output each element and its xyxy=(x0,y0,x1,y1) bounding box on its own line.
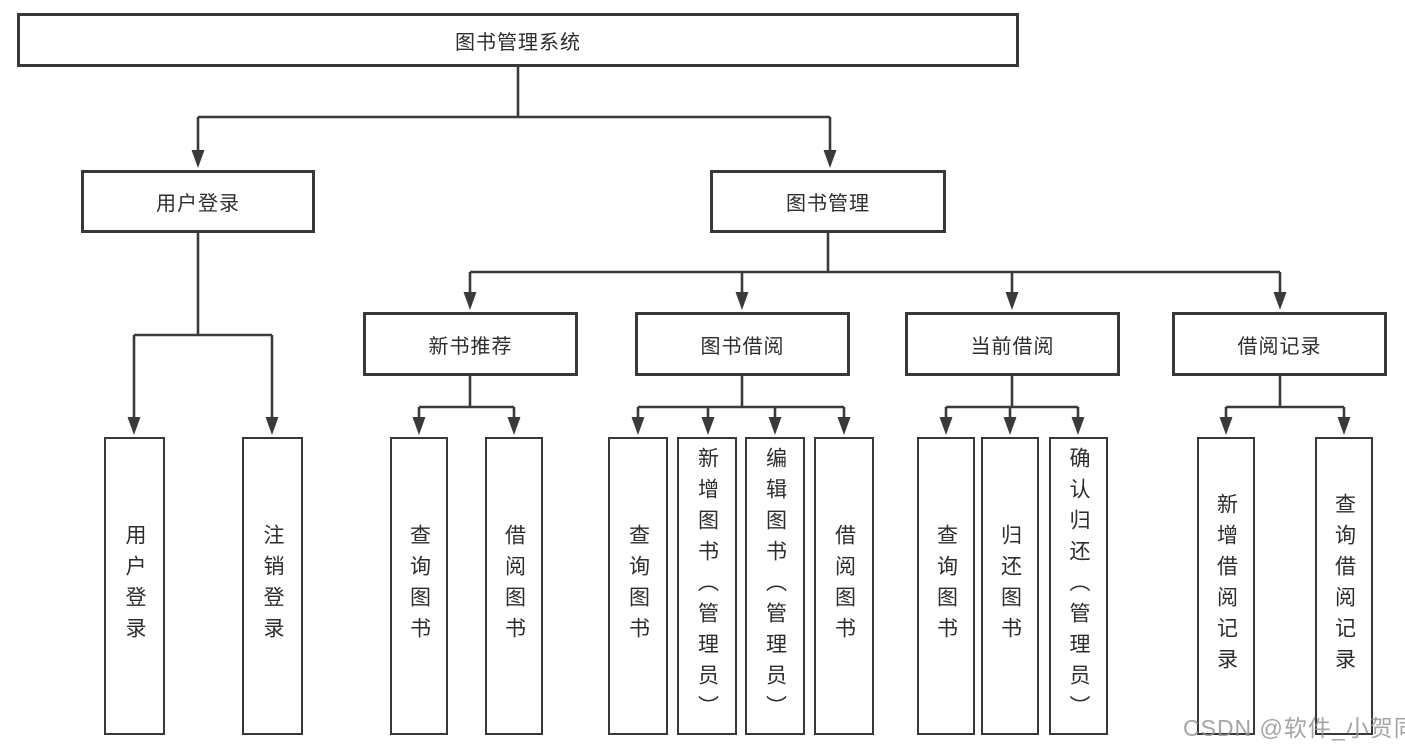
leaf-borrow-books-2: 借阅图书 xyxy=(814,437,874,735)
node-book-borrow-label: 图书借阅 xyxy=(700,335,785,358)
leaf-add-borrow-record-label: 新增借阅记录 xyxy=(1214,493,1238,679)
node-book-management: 图书管理 xyxy=(710,170,946,233)
leaf-edit-book-admin-label: 编辑图书（管理员） xyxy=(763,446,787,726)
leaf-query-books-2: 查询图书 xyxy=(608,437,668,735)
leaf-borrow-books-1-label: 借阅图书 xyxy=(502,524,526,648)
node-root: 图书管理系统 xyxy=(17,13,1019,67)
leaf-borrow-books-1: 借阅图书 xyxy=(485,437,543,735)
node-user-login: 用户登录 xyxy=(81,170,315,233)
leaf-logout: 注销登录 xyxy=(242,437,303,735)
leaf-query-books-1-label: 查询图书 xyxy=(407,524,431,648)
leaf-confirm-return-admin: 确认归还（管理员） xyxy=(1049,437,1108,735)
leaf-add-book-admin-label: 新增图书（管理员） xyxy=(695,446,719,726)
leaf-add-borrow-record: 新增借阅记录 xyxy=(1197,437,1255,735)
leaf-query-borrow-record-label: 查询借阅记录 xyxy=(1332,493,1356,679)
leaf-edit-book-admin: 编辑图书（管理员） xyxy=(745,437,805,735)
leaf-return-books: 归还图书 xyxy=(981,437,1039,735)
leaf-confirm-return-admin-label: 确认归还（管理员） xyxy=(1067,446,1090,726)
leaf-user-login: 用户登录 xyxy=(104,437,165,735)
node-new-book-recommend: 新书推荐 xyxy=(363,312,578,376)
node-borrow-records-label: 借阅记录 xyxy=(1237,335,1322,358)
leaf-query-borrow-record: 查询借阅记录 xyxy=(1315,437,1373,735)
leaf-user-login-label: 用户登录 xyxy=(123,524,146,648)
node-root-label: 图书管理系统 xyxy=(455,31,581,54)
node-user-login-label: 用户登录 xyxy=(156,193,240,215)
watermark: CSDN @软件_小贺同学 xyxy=(1183,715,1405,741)
leaf-borrow-books-2-label: 借阅图书 xyxy=(832,524,856,648)
node-book-management-label: 图书管理 xyxy=(786,193,870,215)
node-borrow-records: 借阅记录 xyxy=(1172,312,1387,376)
leaf-query-books-3-label: 查询图书 xyxy=(934,524,958,648)
leaf-query-books-3: 查询图书 xyxy=(917,437,975,735)
node-new-book-recommend-label: 新书推荐 xyxy=(428,335,513,358)
node-current-borrow: 当前借阅 xyxy=(905,312,1120,376)
leaf-query-books-1: 查询图书 xyxy=(390,437,448,735)
leaf-return-books-label: 归还图书 xyxy=(998,524,1022,648)
leaf-logout-label: 注销登录 xyxy=(261,524,284,648)
node-current-borrow-label: 当前借阅 xyxy=(970,335,1055,358)
node-book-borrow: 图书借阅 xyxy=(635,312,850,376)
leaf-query-books-2-label: 查询图书 xyxy=(626,524,650,648)
leaf-add-book-admin: 新增图书（管理员） xyxy=(677,437,737,735)
